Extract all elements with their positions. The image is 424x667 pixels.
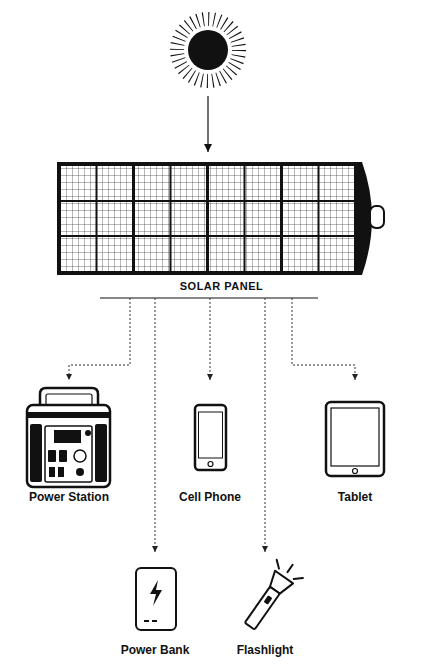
device-node: Cell Phone — [175, 380, 245, 505]
sun-arrow — [207, 96, 208, 152]
panel-module — [209, 166, 280, 271]
dashed-connector — [155, 298, 156, 552]
device-node: Power Station — [20, 380, 118, 505]
panel-module — [283, 166, 354, 271]
node-label: Flashlight — [228, 643, 302, 657]
power-station-icon — [27, 388, 110, 487]
node-label: Tablet — [315, 490, 395, 504]
device-node: Flashlight — [228, 552, 302, 660]
flashlight-icon — [237, 556, 306, 636]
panel-module — [61, 166, 132, 271]
device-node: Power Bank — [115, 552, 195, 660]
node-label: Power Station — [20, 490, 118, 504]
solar-panel-icon — [57, 162, 384, 275]
dashed-connector — [210, 298, 211, 380]
node-label: Cell Phone — [175, 490, 245, 504]
cell-phone-icon — [195, 405, 226, 470]
tablet-icon — [326, 402, 384, 476]
panel-module — [135, 166, 206, 271]
sun-icon — [177, 19, 239, 81]
node-label: SOLAR PANEL — [55, 280, 388, 293]
dashed-connector — [292, 298, 355, 380]
dashed-connector — [69, 298, 130, 380]
solar-panel-node: SOLAR PANEL — [55, 160, 388, 298]
panel-underline — [100, 298, 318, 299]
dashed-connector — [265, 298, 266, 552]
device-node: Tablet — [315, 380, 395, 505]
power-bank-icon — [136, 568, 176, 630]
node-label: Power Bank — [115, 643, 195, 657]
